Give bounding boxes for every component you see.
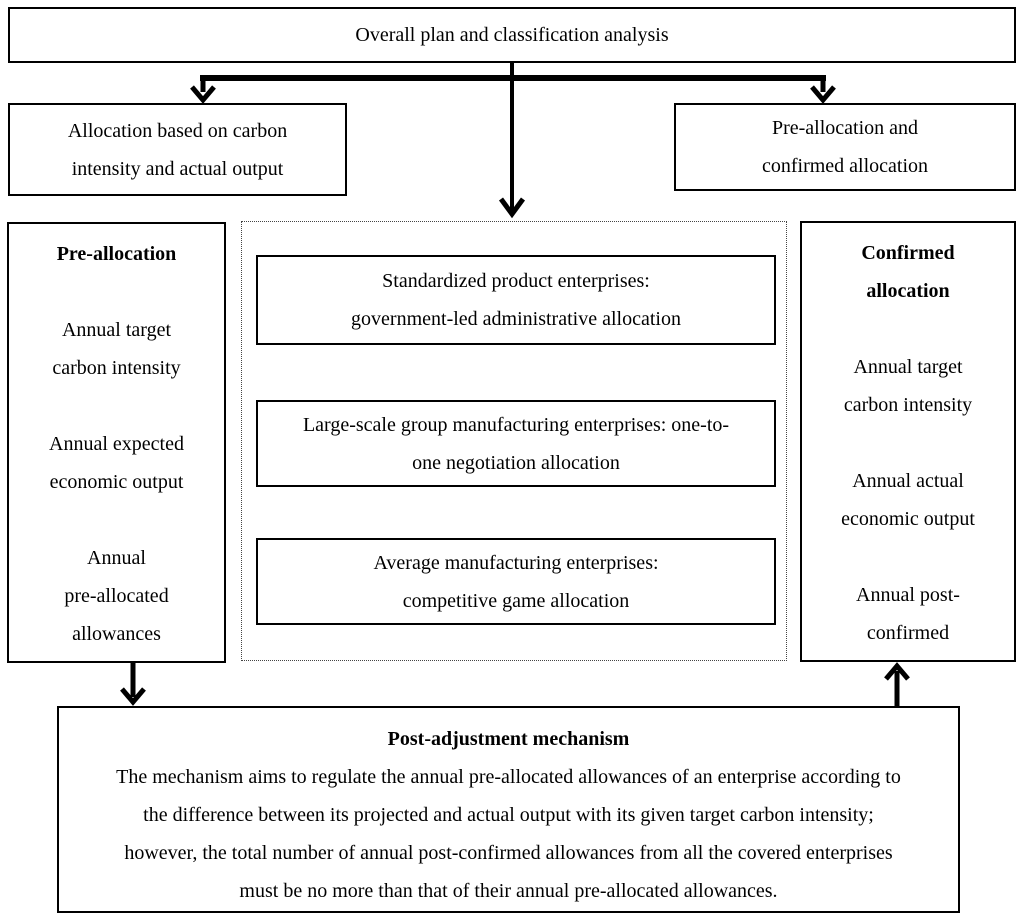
- confirmed-item-line: confirmed: [866, 622, 950, 644]
- confirmed-item-post-confirmed: Annual post- confirmed: [802, 576, 1014, 652]
- pre-allocation-title: Pre-allocation: [56, 243, 177, 265]
- average-enterprises-line-1: Average manufacturing enterprises:: [373, 551, 659, 574]
- post-adjustment-body-line-3: however, the total number of annual post…: [124, 842, 893, 864]
- confirmed-item-line: Annual target: [853, 356, 963, 378]
- standardized-enterprises-line-1: Standardized product enterprises:: [382, 270, 650, 292]
- allocation-basis-line-1: Allocation based on carbon: [67, 119, 288, 142]
- allocation-basis-box: Allocation based on carbon intensity and…: [8, 103, 347, 196]
- overall-plan-box: Overall plan and classification analysis: [8, 7, 1016, 63]
- confirmed-allocation-panel: Confirmed allocation Annual target carbo…: [800, 221, 1016, 662]
- pre-item-line: Annual target: [61, 319, 172, 341]
- large-scale-enterprises-line-2: one negotiation allocation: [412, 451, 620, 474]
- pre-item-line: carbon intensity: [52, 357, 181, 379]
- average-enterprises-line-2: competitive game allocation: [402, 589, 630, 612]
- post-adjustment-body-line-2: the difference between its projected and…: [143, 804, 874, 826]
- allocation-basis-line-2: intensity and actual output: [71, 157, 284, 180]
- large-scale-enterprises-box: Large-scale group manufacturing enterpri…: [256, 400, 776, 487]
- arrow-pre-to-post-adjustment: [120, 663, 146, 706]
- allocation-stages-line-2: confirmed allocation: [761, 155, 929, 177]
- post-adjustment-box: Post-adjustment mechanism The mechanism …: [57, 706, 960, 913]
- pre-item-line: Annual expected: [49, 433, 184, 455]
- average-enterprises-box: Average manufacturing enterprises: compe…: [256, 538, 776, 625]
- pre-item-line: allowances: [72, 623, 161, 645]
- confirmed-item-line: economic output: [841, 508, 975, 530]
- standardized-enterprises-box: Standardized product enterprises: govern…: [256, 255, 776, 345]
- allocation-stages-line-1: Pre-allocation and: [771, 117, 919, 139]
- pre-allocation-panel: Pre-allocation Annual target carbon inte…: [7, 222, 226, 663]
- pre-allocation-item-expected-output: Annual expected economic output: [9, 425, 224, 501]
- confirmed-allocation-title-1: Confirmed: [861, 242, 955, 264]
- confirmed-item-target-intensity: Annual target carbon intensity: [802, 348, 1014, 424]
- pre-item-line: pre-allocated: [64, 585, 169, 607]
- post-adjustment-body-line-1: The mechanism aims to regulate the annua…: [116, 766, 901, 788]
- overall-plan-label: Overall plan and classification analysis: [355, 24, 669, 46]
- large-scale-enterprises-line-1: Large-scale group manufacturing enterpri…: [302, 413, 730, 436]
- allocation-stages-box: Pre-allocation and confirmed allocation: [674, 103, 1016, 191]
- confirmed-allocation-title-2: allocation: [866, 280, 950, 302]
- confirmed-item-line: carbon intensity: [843, 394, 973, 416]
- pre-allocation-item-target-intensity: Annual target carbon intensity: [9, 311, 224, 387]
- pre-item-line: economic output: [49, 471, 184, 493]
- arrow-branch-to-right-box: [810, 75, 836, 104]
- confirmed-item-line: Annual actual: [852, 470, 964, 492]
- arrow-title-to-enterprises: [498, 63, 526, 219]
- pre-allocation-item-preallocated-allowances: Annual pre-allocated allowances: [9, 539, 224, 653]
- arrow-post-adjustment-to-confirmed: [884, 662, 910, 706]
- confirmed-item-line: Annual post-: [856, 584, 960, 606]
- confirmed-item-actual-output: Annual actual economic output: [802, 462, 1014, 538]
- post-adjustment-title: Post-adjustment mechanism: [387, 728, 630, 750]
- post-adjustment-body-line-4: must be no more than that of their annua…: [239, 880, 778, 902]
- pre-item-line: Annual: [87, 547, 146, 569]
- arrow-branch-to-left-box: [190, 75, 216, 104]
- standardized-enterprises-line-2: government-led administrative allocation: [351, 308, 681, 330]
